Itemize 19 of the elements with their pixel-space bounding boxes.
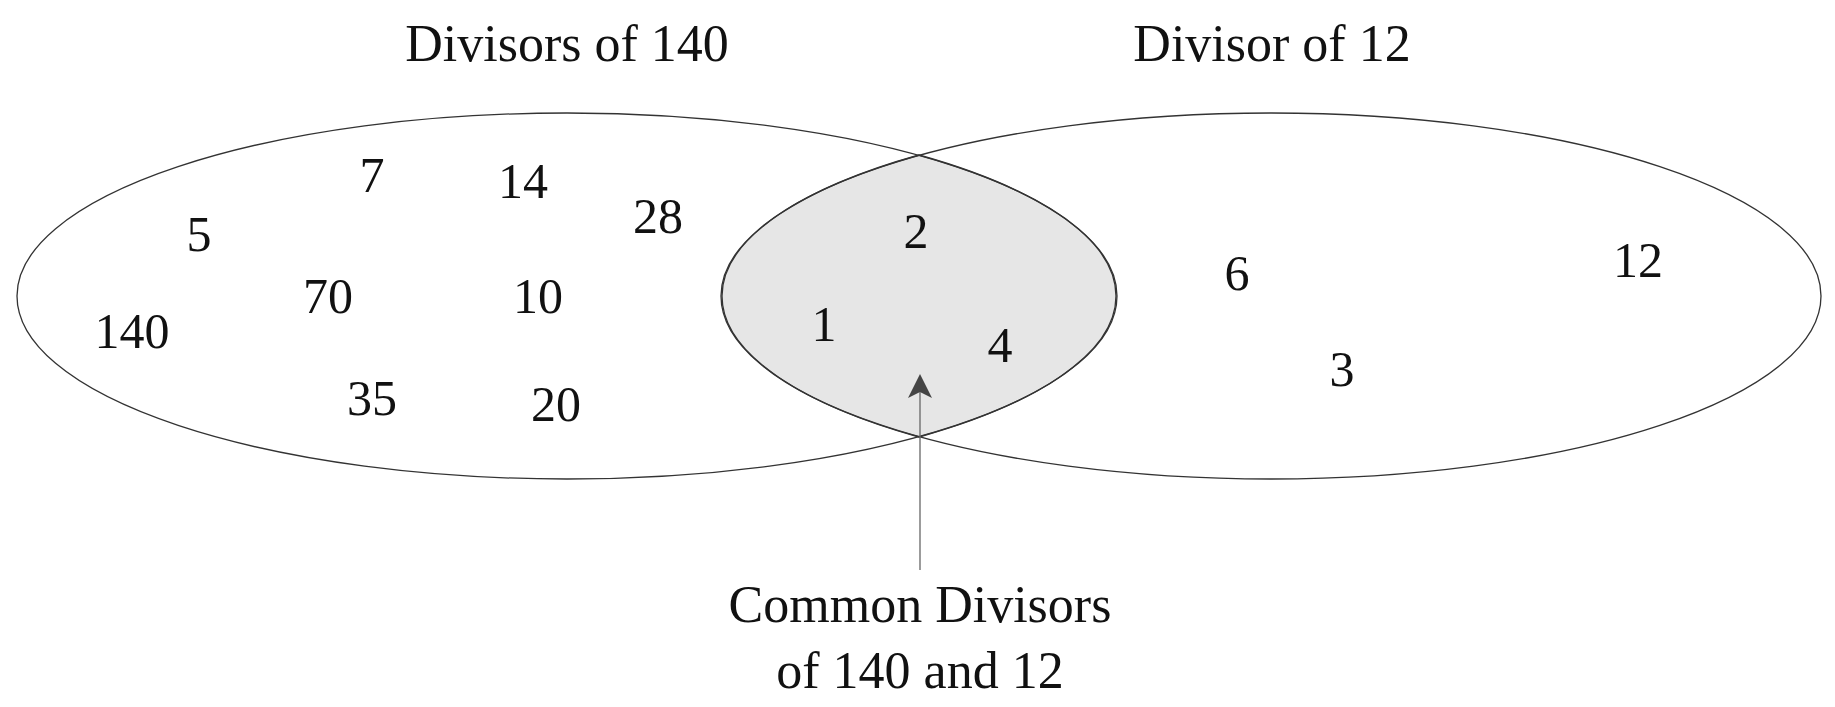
number-label: 35 (347, 373, 397, 423)
number-label: 2 (903, 206, 929, 256)
number-label: 20 (531, 379, 581, 429)
callout-text: Common Divisors of 140 and 12 (727, 575, 1113, 701)
number-label: 4 (987, 320, 1013, 370)
number-label: 7 (359, 150, 385, 200)
number-label: 70 (303, 271, 353, 321)
set-heading: Divisor of 12 (1133, 18, 1411, 70)
number-label: 5 (186, 209, 212, 259)
number-label: 140 (94, 306, 170, 356)
number-label: 6 (1224, 248, 1250, 298)
set-heading: Divisors of 140 (405, 18, 729, 70)
number-label: 10 (513, 271, 563, 321)
number-label: 12 (1613, 235, 1663, 285)
number-label: 14 (498, 156, 548, 206)
leader-arrow (908, 374, 932, 571)
number-label: 28 (633, 191, 683, 241)
number-label: 3 (1329, 344, 1355, 394)
number-label: 1 (811, 299, 837, 349)
